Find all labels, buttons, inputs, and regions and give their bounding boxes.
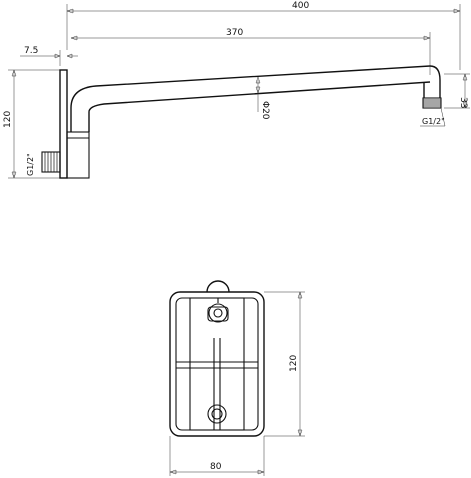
dim-120-front-label: 120: [289, 355, 299, 372]
side-view: 400 370 7.5 120: [3, 1, 470, 179]
front-view: 120 80: [169, 280, 305, 476]
outlet-nipple: [422, 97, 442, 109]
rib-frame: [189, 297, 245, 431]
dim-diameter-label: Φ20: [260, 101, 270, 120]
mounting-body: [66, 131, 90, 179]
front-plate-inner: [175, 297, 259, 431]
dim-outlet-drop: 33: [444, 73, 470, 109]
outlet-thread-label: G1/2": [422, 117, 445, 126]
dim-height-side: 120: [3, 69, 60, 179]
dim-400-label: 400: [292, 1, 309, 11]
dim-arm-length: 370: [70, 28, 431, 75]
dim-arm-diameter: Φ20: [255, 76, 270, 120]
wall-flange: [59, 69, 68, 179]
upper-mount: [208, 303, 228, 323]
dim-width-front: 80: [169, 436, 265, 476]
inlet-thread-label: G1/2": [26, 153, 35, 176]
dim-33-label: 33: [458, 97, 468, 108]
dim-80-label: 80: [210, 462, 222, 472]
dim-7-5-label: 7.5: [24, 46, 38, 56]
dim-overall-length: 400: [66, 1, 461, 70]
shower-arm: [70, 65, 441, 132]
dim-120-side-label: 120: [3, 111, 13, 128]
inlet-nipple: [41, 151, 61, 173]
front-plate-outer: [169, 291, 265, 437]
lower-port: [207, 404, 227, 424]
dim-height-front: 120: [264, 291, 305, 437]
dim-flange-offset: 7.5: [20, 46, 78, 66]
dim-370-label: 370: [226, 28, 243, 38]
top-cap: [206, 280, 230, 293]
